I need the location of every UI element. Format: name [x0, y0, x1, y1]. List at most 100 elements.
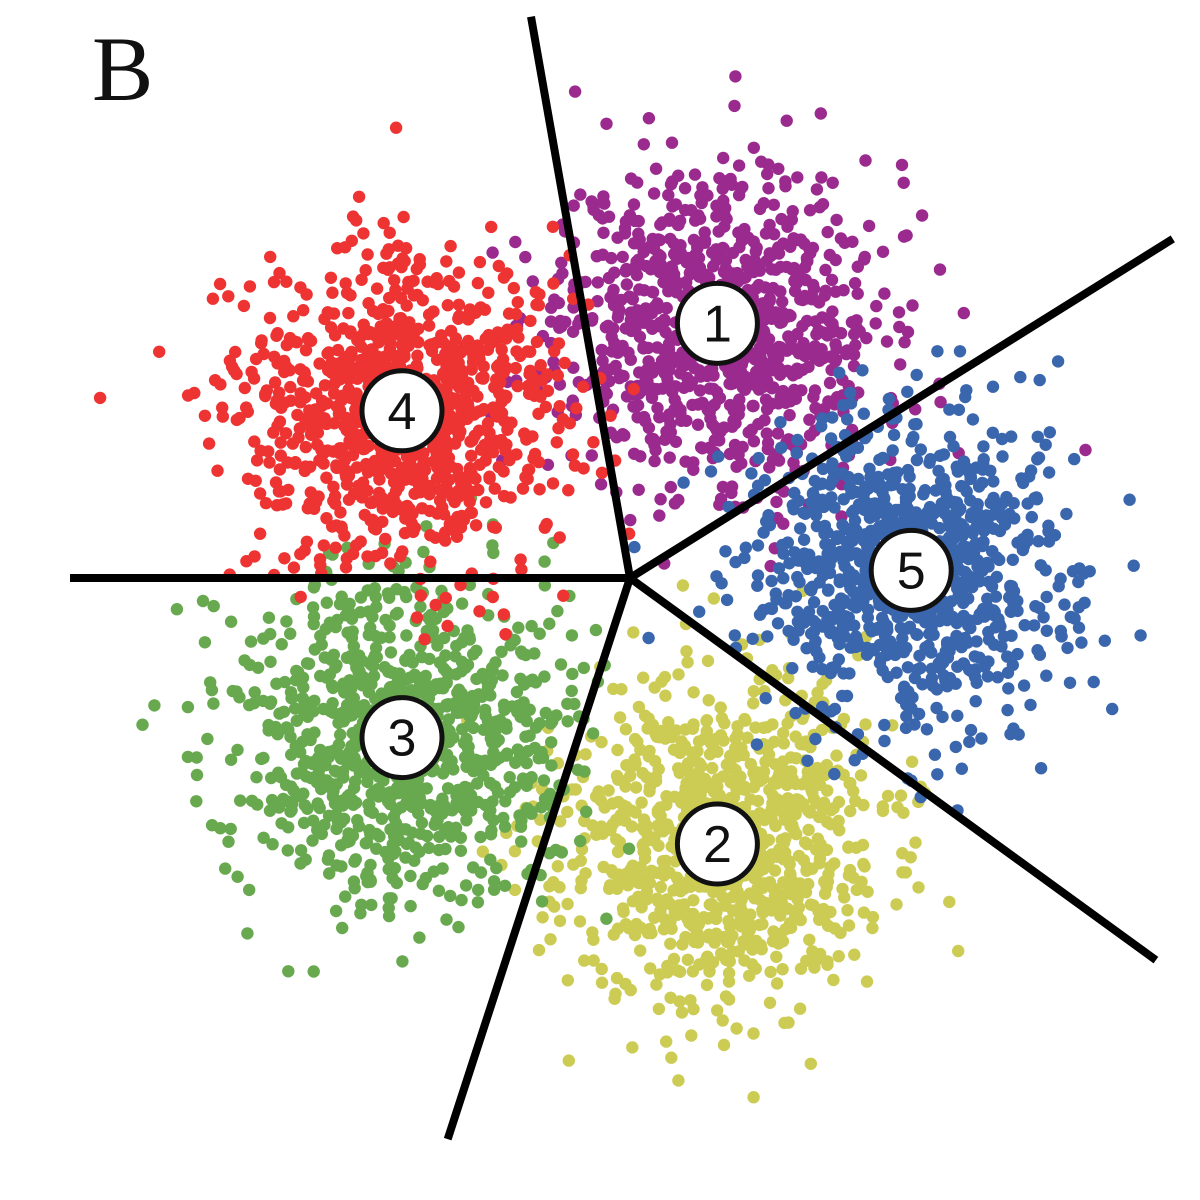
data-point [782, 671, 795, 685]
data-point [679, 930, 692, 944]
data-point [653, 411, 666, 424]
data-point [692, 735, 706, 748]
data-point [662, 285, 675, 298]
data-point [472, 688, 485, 701]
data-point [623, 290, 636, 303]
data-point [532, 455, 545, 469]
data-point [816, 569, 830, 582]
data-point [291, 790, 305, 803]
data-point [852, 591, 866, 605]
data-point [190, 768, 204, 782]
data-point [676, 579, 690, 592]
data-point [876, 664, 889, 677]
data-point [477, 723, 490, 736]
data-point [801, 838, 814, 851]
data-point [459, 805, 472, 818]
data-point [834, 592, 848, 605]
data-point [301, 375, 315, 388]
data-point [1072, 621, 1086, 634]
data-point [774, 416, 787, 429]
data-point [452, 312, 465, 325]
data-point [637, 340, 650, 354]
data-point [793, 1002, 807, 1015]
data-point [818, 887, 832, 900]
data-point [375, 546, 389, 560]
data-point [755, 766, 768, 779]
data-point [758, 850, 771, 864]
data-point [375, 812, 389, 825]
data-point [713, 789, 726, 802]
data-point [332, 738, 346, 751]
data-point [262, 445, 275, 458]
data-point [880, 335, 894, 348]
data-point [343, 709, 356, 722]
data-point [627, 626, 640, 639]
data-point [728, 629, 741, 642]
data-point [411, 349, 424, 362]
data-point [379, 845, 392, 859]
data-point [574, 188, 587, 201]
data-point [681, 656, 694, 669]
data-point [465, 449, 478, 462]
data-point [825, 273, 839, 287]
data-point [415, 502, 429, 515]
data-point [1030, 491, 1043, 504]
data-point [751, 539, 765, 552]
data-point [519, 730, 532, 743]
data-point [264, 655, 277, 668]
data-point [632, 483, 645, 496]
data-point [808, 637, 821, 651]
data-point [511, 379, 524, 393]
data-point [881, 789, 895, 803]
data-point [1006, 553, 1019, 566]
data-point [658, 433, 672, 446]
data-point [830, 749, 843, 762]
data-point [753, 202, 767, 216]
data-point [508, 883, 522, 897]
data-point [844, 776, 857, 790]
data-point [538, 670, 551, 683]
data-point [1123, 493, 1136, 506]
data-point [687, 686, 700, 699]
data-point [529, 285, 542, 299]
data-point [250, 454, 264, 467]
data-point [594, 478, 608, 491]
data-point [829, 338, 842, 351]
data-point [780, 310, 794, 323]
data-point [925, 662, 938, 675]
data-point [604, 409, 617, 422]
data-point [747, 685, 760, 698]
data-point [409, 841, 422, 854]
data-point [665, 136, 679, 149]
data-point [244, 635, 258, 648]
data-point [642, 631, 655, 645]
data-point [763, 218, 776, 232]
data-point [551, 604, 564, 618]
data-point [747, 781, 761, 794]
data-point [452, 380, 466, 394]
data-point [790, 905, 803, 918]
data-point [623, 209, 637, 222]
cluster-5-points [628, 345, 1147, 817]
data-point [595, 962, 608, 976]
data-point [802, 877, 815, 891]
data-point [717, 1038, 731, 1052]
data-point [365, 898, 378, 912]
data-point [876, 800, 889, 813]
data-point [866, 921, 879, 935]
data-point [451, 397, 464, 411]
data-point [312, 751, 325, 765]
data-point [663, 897, 677, 911]
data-point [576, 380, 590, 393]
data-point [665, 1051, 678, 1064]
data-point [876, 611, 889, 625]
data-point [348, 362, 361, 375]
data-point [335, 860, 348, 873]
data-point [294, 746, 307, 759]
data-point [346, 829, 360, 842]
data-point [842, 840, 855, 853]
data-point [715, 577, 728, 590]
data-point [717, 194, 730, 207]
data-point [328, 417, 341, 430]
data-point [517, 696, 530, 709]
